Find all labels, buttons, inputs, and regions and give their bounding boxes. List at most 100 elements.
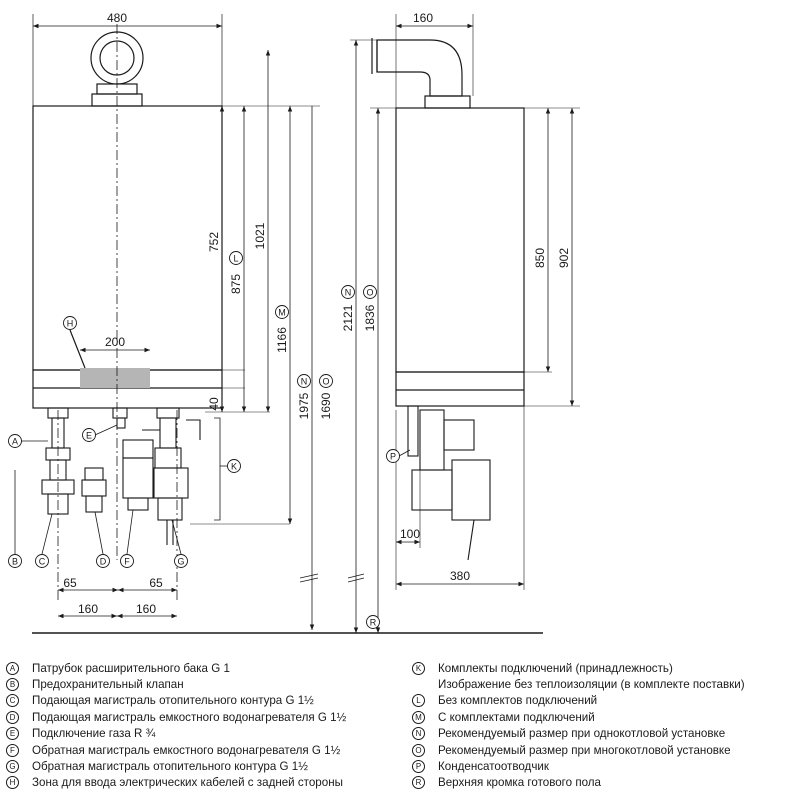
dimension-labels: 480 160 200 40 752 875 1021 1166 1975 16…: [63, 11, 571, 616]
boiler-dimension-drawing: 480 160 200 40 752 875 1021 1166 1975 16…: [8, 11, 580, 634]
legend-item: R Верхняя кромка готового пола: [412, 775, 792, 791]
side-flue-pipe: [371, 38, 471, 109]
legend-text: Подающая магистраль отопительного контур…: [32, 694, 314, 708]
legend-text: С комплектами подключений: [438, 710, 595, 724]
svg-text:R: R: [370, 618, 377, 628]
svg-text:K: K: [231, 462, 237, 472]
dim-160-right: 160: [136, 602, 156, 616]
marker-o-front: O: [319, 374, 333, 388]
connection-kit-front: [41, 407, 201, 545]
legend-badge: P: [412, 760, 425, 774]
legend-badge: H: [6, 776, 19, 790]
legend-badge: B: [6, 678, 19, 692]
dim-1975: 1975: [297, 392, 311, 419]
front-casing: [32, 105, 223, 371]
legend-badge: F: [6, 743, 19, 757]
marker-o-side: O: [363, 285, 377, 299]
dim-65-left: 65: [63, 576, 77, 590]
dim-40: 40: [207, 397, 221, 411]
dim-160-top: 160: [413, 11, 433, 25]
side-casing: [395, 107, 525, 373]
marker-n-side: N: [341, 285, 355, 299]
legend-text: Зона для ввода электрических кабелей с з…: [32, 776, 343, 790]
svg-text:M: M: [278, 308, 286, 318]
dim-902: 902: [557, 248, 571, 268]
marker-m: M: [275, 305, 289, 319]
legend-text: Рекомендуемый размер при многокотловой у…: [438, 743, 731, 757]
cable-entry-zone: [80, 368, 150, 388]
legend-badge: K: [412, 661, 425, 675]
legend-column-left: A Патрубок расширительного бака G 1 B Пред…: [6, 660, 401, 791]
legend-item: F Обратная магистраль емкостного водонагр…: [6, 742, 401, 758]
legend-text: Предохранительный клапан: [32, 678, 184, 692]
marker-b: B: [8, 554, 22, 568]
svg-text:P: P: [390, 452, 396, 462]
legend-text: Обратная магистраль емкостного водонагре…: [32, 743, 341, 757]
legend-item: M С комплектами подключений: [412, 709, 792, 725]
legend-badge: D: [6, 710, 19, 724]
svg-text:E: E: [86, 431, 92, 441]
legend-text: Изображение без теплоизоляции (в комплек…: [438, 678, 745, 692]
marker-f: F: [120, 554, 134, 568]
dim-65-right: 65: [149, 576, 163, 590]
legend-text: Рекомендуемый размер при однокотловой ус…: [438, 727, 726, 741]
svg-text:L: L: [233, 254, 238, 264]
legend-badge: G: [6, 760, 19, 774]
legend-item: G Обратная магистраль отопительного конту…: [6, 758, 401, 774]
dim-100: 100: [400, 527, 420, 541]
legend-badge: C: [6, 694, 19, 708]
svg-text:O: O: [366, 288, 373, 298]
legend-text: Верхняя кромка готового пола: [438, 776, 602, 790]
legend-item: B Предохранительный клапан: [6, 676, 401, 692]
marker-h: H: [63, 316, 77, 330]
dim-752: 752: [207, 232, 221, 252]
legend-badge: R: [412, 776, 425, 790]
dim-1836: 1836: [363, 304, 377, 331]
svg-text:N: N: [345, 288, 352, 298]
svg-text:N: N: [301, 377, 308, 387]
dim-850: 850: [533, 248, 547, 268]
dim-200: 200: [105, 335, 125, 349]
legend-badge: A: [6, 661, 19, 675]
legend-badge: O: [412, 743, 425, 757]
legend-badge: M: [412, 710, 425, 724]
marker-g: G: [174, 554, 188, 568]
legend-text: Без комплектов подключений: [438, 694, 598, 708]
svg-text:A: A: [12, 437, 18, 447]
dim-380: 380: [450, 569, 470, 583]
side-view: [347, 14, 580, 633]
marker-c: C: [35, 554, 49, 568]
svg-text:C: C: [39, 557, 46, 567]
legend-badge-blank: [412, 678, 425, 691]
legend-badge: E: [6, 727, 19, 741]
legend-text: Патрубок расширительного бака G 1: [32, 661, 230, 675]
dim-1166: 1166: [275, 327, 289, 353]
svg-text:G: G: [177, 557, 184, 567]
legend-text: Подающая магистраль емкостного водонагре…: [32, 710, 347, 724]
dim-2121: 2121: [341, 304, 355, 331]
svg-text:F: F: [124, 557, 130, 567]
marker-l: L: [229, 251, 243, 265]
legend-item: P Конденсатоотводчик: [412, 758, 792, 774]
legend-text: Конденсатоотводчик: [438, 760, 549, 774]
dim-1690: 1690: [319, 392, 333, 419]
svg-text:H: H: [67, 319, 74, 329]
legend-item: A Патрубок расширительного бака G 1: [6, 660, 401, 676]
dim-160-left: 160: [78, 602, 98, 616]
legend: A Патрубок расширительного бака G 1 B Пред…: [0, 660, 796, 801]
legend-item: C Подающая магистраль отопительного конту…: [6, 693, 401, 709]
legend-item: H Зона для ввода электрических кабелей с …: [6, 775, 401, 791]
marker-n-front: N: [297, 374, 311, 388]
legend-item: O Рекомендуемый размер при многокотловой …: [412, 742, 792, 758]
svg-text:D: D: [100, 557, 107, 567]
marker-a: A: [8, 434, 22, 448]
callout-markers: A B C D E F G H K L M N O N O P R: [8, 251, 411, 629]
dim-875: 875: [229, 274, 243, 294]
legend-text: Обратная магистраль отопительного контур…: [32, 760, 308, 774]
legend-badge: L: [412, 694, 425, 708]
marker-k: K: [227, 459, 241, 473]
